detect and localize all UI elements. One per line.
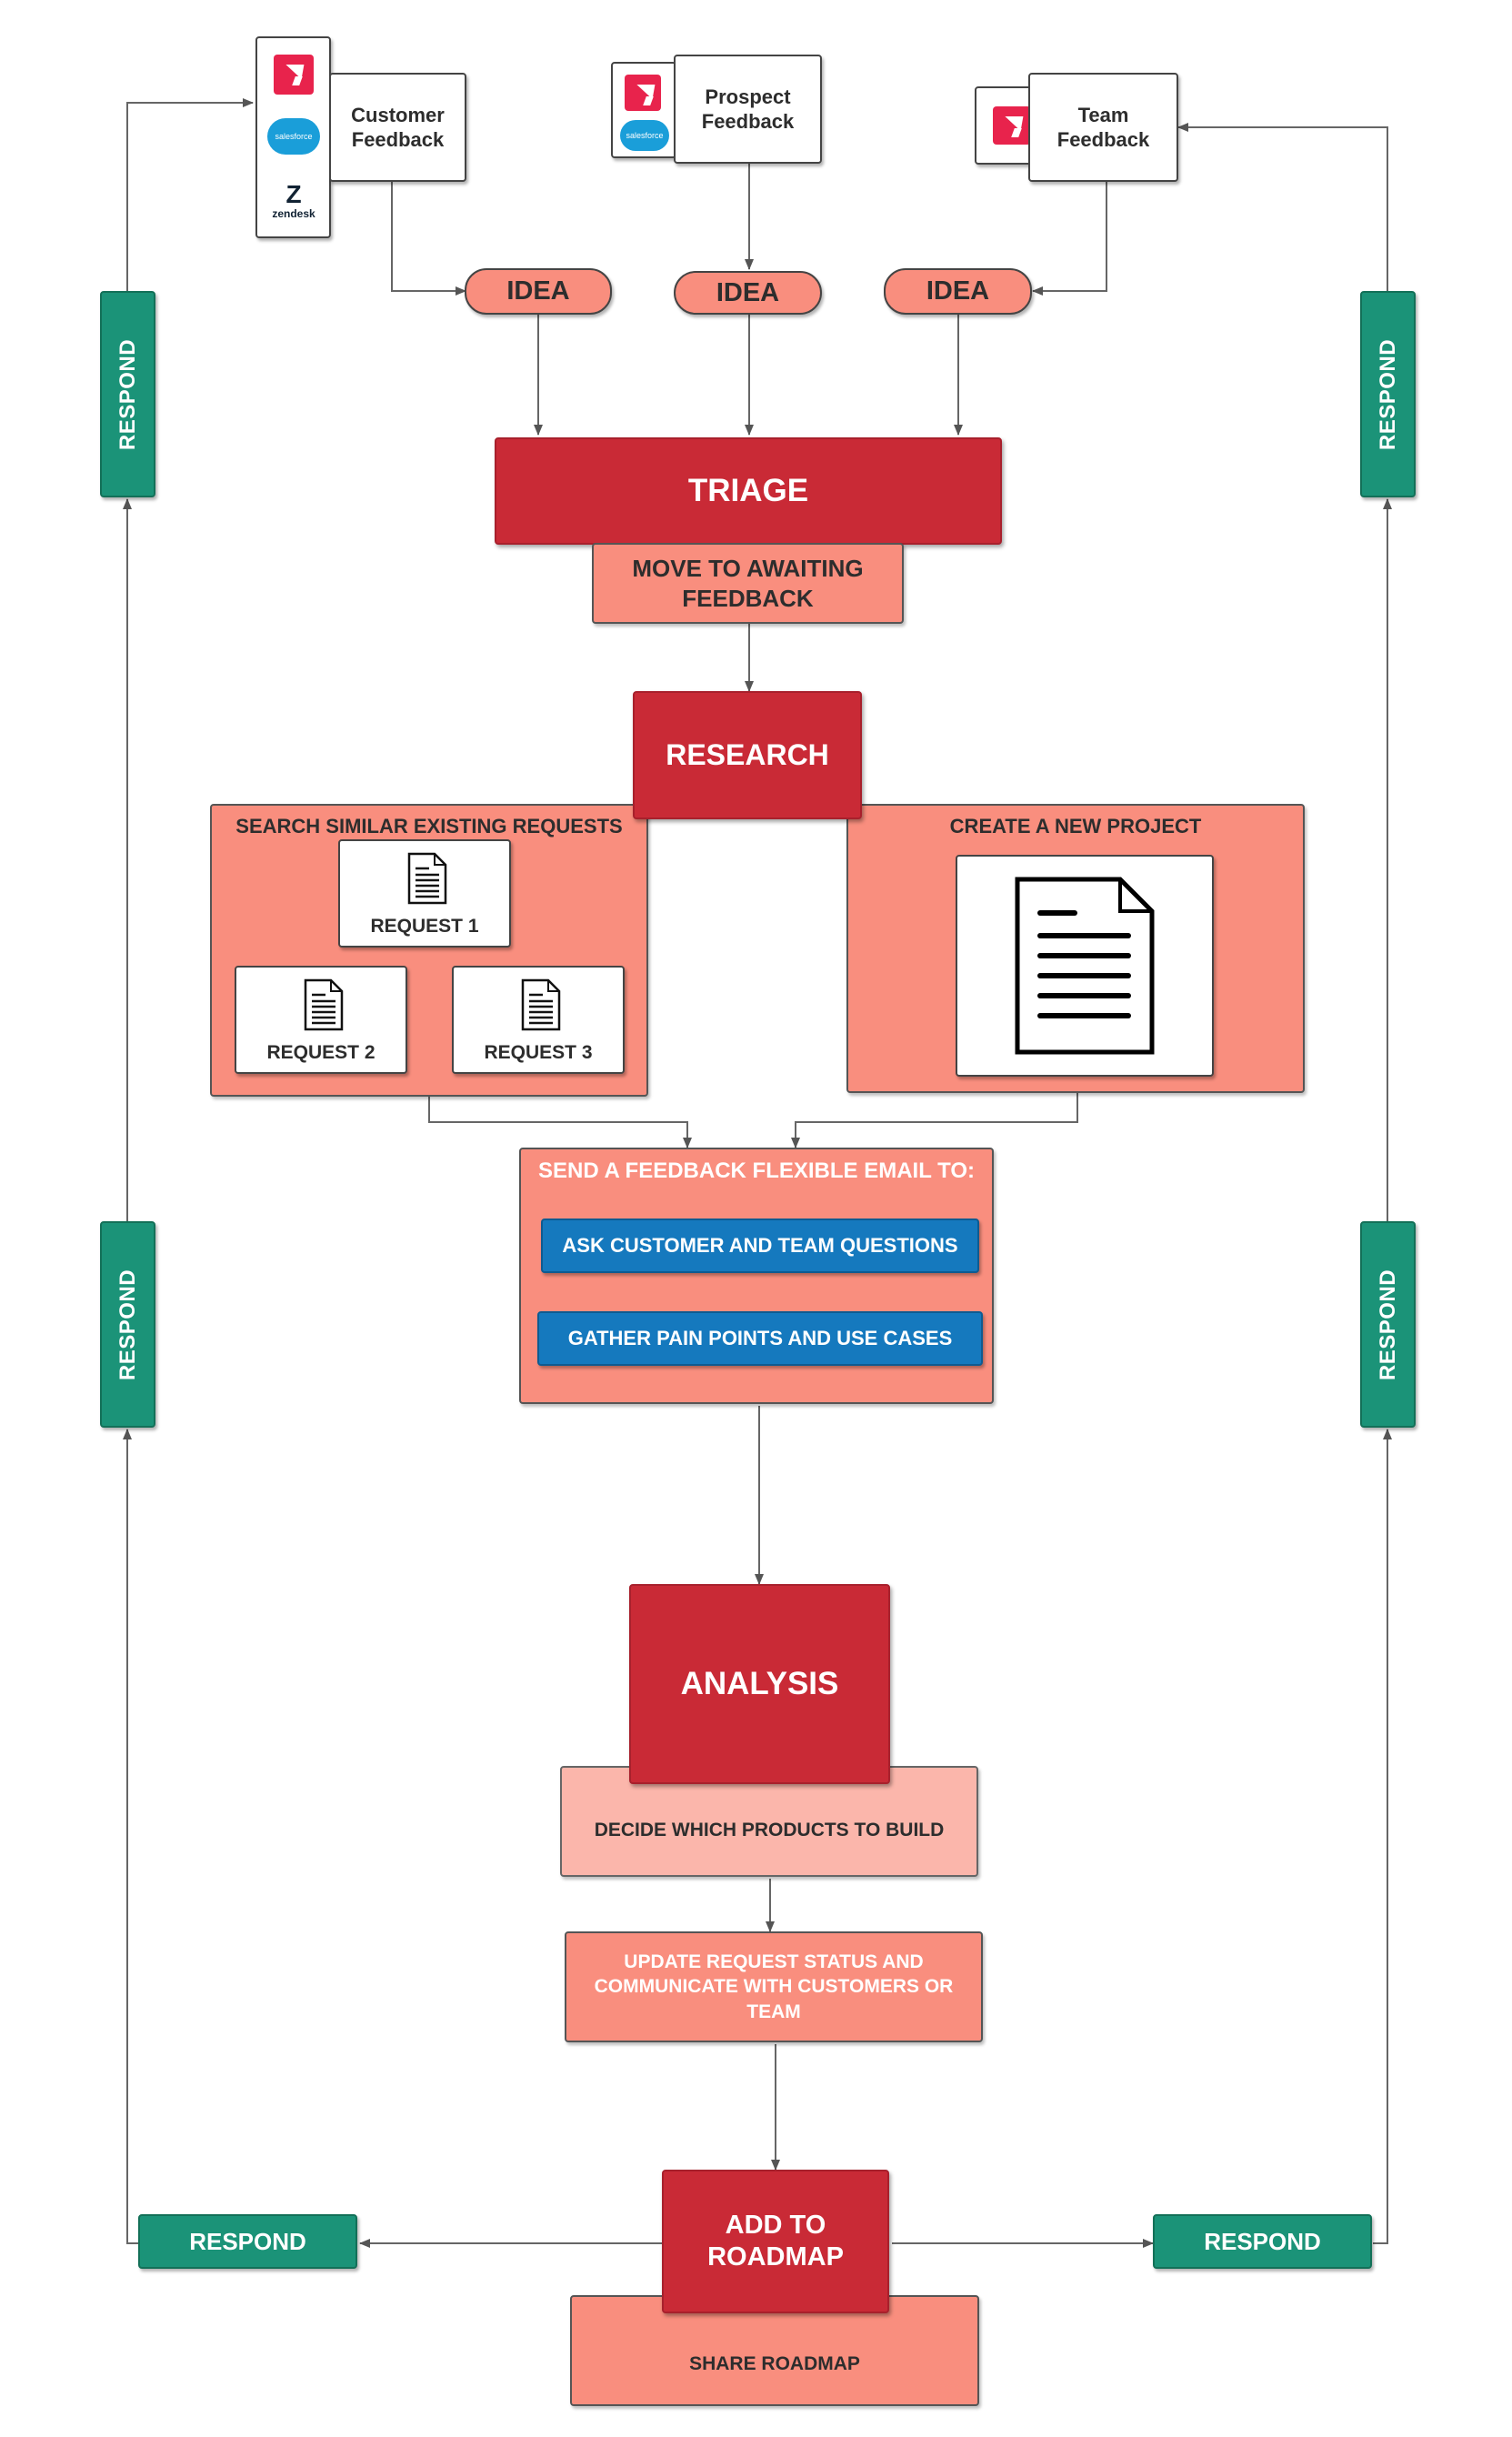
share-roadmap-box: SHARE ROADMAP	[570, 2295, 979, 2406]
request-3-card: REQUEST 3	[452, 966, 625, 1074]
respond-label: RESPOND	[1375, 1269, 1400, 1380]
productboard-logo-icon	[625, 75, 661, 111]
prospect-feedback-card: Prospect Feedback	[674, 55, 822, 164]
salesforce-logo-icon: salesforce	[267, 118, 320, 155]
email-panel-title: SEND A FEEDBACK FLEXIBLE EMAIL TO:	[537, 1158, 976, 1183]
new-project-card	[956, 855, 1214, 1077]
gather-pain-points-box: GATHER PAIN POINTS AND USE CASES	[537, 1311, 983, 1366]
request-1-label: REQUEST 1	[370, 916, 479, 937]
create-panel-title: CREATE A NEW PROJECT	[949, 815, 1202, 837]
decide-products-box: DECIDE WHICH PRODUCTS TO BUILD	[560, 1766, 978, 1877]
productboard-logo-icon	[274, 55, 314, 95]
search-panel-title: SEARCH SIMILAR EXISTING REQUESTS	[235, 815, 623, 837]
idea-pill-team: IDEA	[884, 268, 1032, 315]
create-project-panel: CREATE A NEW PROJECT	[846, 804, 1305, 1093]
awaiting-feedback-box: MOVE TO AWAITING FEEDBACK	[592, 543, 904, 624]
new-document-icon	[1015, 877, 1155, 1055]
document-icon	[304, 978, 344, 1031]
respond-label: RESPOND	[115, 1269, 140, 1380]
respond-button-bottom-left: RESPOND	[138, 2214, 357, 2269]
respond-label: RESPOND	[115, 338, 140, 450]
respond-right-lower: RESPOND	[1360, 1221, 1416, 1428]
ask-questions-box: ASK CUSTOMER AND TEAM QUESTIONS	[541, 1218, 979, 1273]
prospect-logos-card: salesforce	[611, 62, 676, 158]
document-icon	[521, 978, 561, 1031]
analysis-box: ANALYSIS	[629, 1584, 890, 1784]
request-1-card: REQUEST 1	[338, 839, 511, 948]
request-2-card: REQUEST 2	[235, 966, 407, 1074]
team-feedback-card: Team Feedback	[1028, 73, 1178, 182]
feedback-email-panel: SEND A FEEDBACK FLEXIBLE EMAIL TO: ASK C…	[519, 1148, 994, 1404]
customer-feedback-card: Customer Feedback	[329, 73, 466, 182]
salesforce-logo-icon: salesforce	[620, 120, 669, 151]
respond-button-bottom-right: RESPOND	[1153, 2214, 1372, 2269]
idea-pill-prospect: IDEA	[674, 271, 822, 315]
respond-right-upper: RESPOND	[1360, 291, 1416, 497]
update-status-box: UPDATE REQUEST STATUS AND COMMUNICATE WI…	[565, 1931, 983, 2042]
research-box: RESEARCH	[633, 691, 862, 819]
triage-box: TRIAGE	[495, 437, 1002, 545]
productboard-logo-icon	[993, 106, 1031, 145]
search-existing-panel: SEARCH SIMILAR EXISTING REQUESTS REQUEST…	[210, 804, 648, 1097]
respond-left-upper: RESPOND	[100, 291, 155, 497]
respond-left-lower: RESPOND	[100, 1221, 155, 1428]
document-icon	[407, 852, 447, 905]
request-3-label: REQUEST 3	[484, 1042, 593, 1063]
request-2-label: REQUEST 2	[266, 1042, 375, 1063]
respond-label: RESPOND	[1375, 338, 1400, 450]
add-to-roadmap-box: ADD TO ROADMAP	[662, 2170, 889, 2313]
idea-pill-customer: IDEA	[465, 268, 612, 315]
